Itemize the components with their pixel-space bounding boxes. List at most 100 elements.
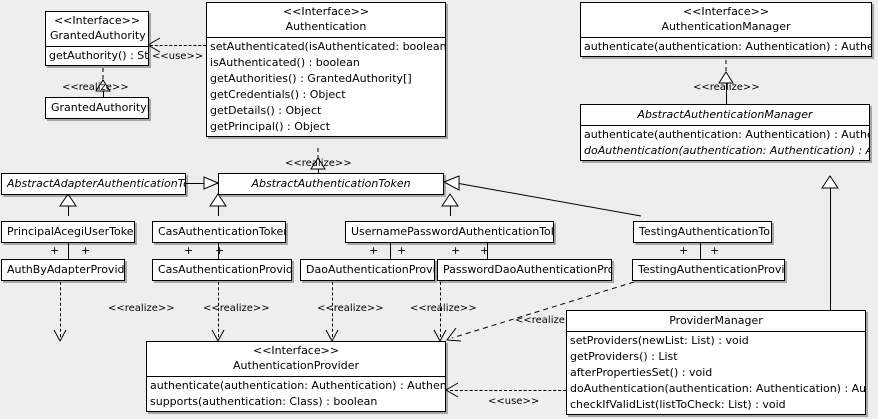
assoc-plus-marker: + [50, 244, 60, 257]
class-testing-authentication-provider[interactable]: TestingAuthenticationProvider [632, 259, 785, 281]
class-authentication[interactable]: <<Interface>> Authentication setAuthenti… [206, 2, 446, 137]
class-testing-authentication-token[interactable]: TestingAuthenticationToken [633, 221, 772, 243]
class-name: GrantedAuthorityImpl [51, 101, 148, 114]
label-realize-authbyadapter: <<realize>> [108, 303, 175, 314]
class-cas-authentication-token[interactable]: CasAuthenticationToken [152, 221, 286, 243]
class-name: TestingAuthenticationProvider [638, 263, 785, 276]
class-auth-by-adapter-provider[interactable]: AuthByAdapterProvider [1, 259, 125, 281]
class-header: PasswordDaoAuthenticationProvider [438, 260, 611, 280]
class-name: AuthByAdapterProvider [7, 263, 125, 276]
class-granted-authority-impl[interactable]: GrantedAuthorityImpl [45, 97, 149, 119]
class-member: setProviders(newList: List) : void [570, 334, 749, 347]
class-header: GrantedAuthorityImpl [46, 98, 148, 118]
class-name: AbstractAuthenticationManager [637, 108, 813, 121]
assoc-edge-dao [390, 242, 391, 259]
class-members: authenticate(authentication: Authenticat… [581, 125, 869, 160]
class-header: TestingAuthenticationToken [634, 222, 771, 242]
class-abstract-authentication-token[interactable]: AbstractAuthenticationToken [218, 173, 444, 195]
label-use-providermanager: <<use>> [488, 396, 540, 407]
assoc-plus-marker: + [480, 244, 490, 257]
class-member: getCredentials() : Object [210, 88, 346, 101]
class-member: getAuthorities() : GrantedAuthority[] [210, 72, 412, 85]
class-name: CasAuthenticationToken [158, 225, 286, 238]
class-member: afterPropertiesSet() : void [570, 366, 713, 379]
realize-edge-passworddaoprovider [440, 282, 441, 337]
class-granted-authority[interactable]: <<Interface>> GrantedAuthority getAuthor… [45, 11, 149, 66]
assoc-plus-marker: + [81, 244, 91, 257]
class-header: ProviderManager [567, 311, 865, 331]
class-dao-authentication-provider[interactable]: DaoAuthenticationProvider [300, 259, 435, 281]
class-provider-manager[interactable]: ProviderManager setProviders(newList: Li… [566, 310, 866, 415]
class-header: <<Interface>> Authentication [207, 3, 445, 37]
realize-edge-daoprovider [332, 282, 333, 337]
class-header: TestingAuthenticationProvider [633, 260, 784, 280]
class-members: authenticate(authentication: Authenticat… [147, 376, 445, 411]
class-member: getProviders() : List [570, 350, 678, 363]
assoc-plus-marker: + [397, 244, 407, 257]
generalize-edge-providermanager [830, 176, 831, 310]
class-header: AbstractAuthenticationToken [219, 174, 443, 194]
class-member: getPrincipal() : Object [210, 120, 331, 133]
class-username-password-authentication-token[interactable]: UsernamePasswordAuthenticationToken [345, 221, 554, 243]
class-members: setAuthenticated(isAuthenticated: boolea… [207, 37, 445, 136]
class-name: GrantedAuthority [50, 29, 146, 42]
class-header: <<Interface>> AuthenticationProvider [147, 342, 445, 376]
use-edge-authentication-grantedauthority [150, 45, 206, 46]
label-realize-passworddaoprovider: <<realize>> [410, 303, 477, 314]
class-member: authenticate(authentication: Authenticat… [584, 40, 871, 53]
label-realize-casprovider: <<realize>> [203, 303, 270, 314]
assoc-plus-marker: + [679, 244, 689, 257]
class-abstract-authentication-manager[interactable]: AbstractAuthenticationManager authentica… [580, 104, 870, 161]
class-stereotype: <<Interface>> [53, 14, 141, 27]
class-name: CasAuthenticationProvider [158, 263, 292, 276]
assoc-edge-testing [700, 242, 701, 259]
class-stereotype: <<Interface>> [682, 5, 770, 18]
class-name: DaoAuthenticationProvider [306, 263, 434, 276]
class-name: PrincipalAcegiUserToken [7, 225, 135, 238]
class-member: getAuthority() : String [49, 49, 149, 62]
class-members: setProviders(newList: List) : void getPr… [567, 331, 865, 414]
assoc-plus-marker: + [369, 244, 379, 257]
class-header: CasAuthenticationToken [153, 222, 285, 242]
label-realize-abstractauthtoken: <<realize>> [285, 158, 352, 169]
assoc-plus-marker: + [451, 244, 461, 257]
class-header: <<Interface>> GrantedAuthority [46, 12, 148, 46]
assoc-edge-principal-authbyadapter [68, 242, 69, 259]
class-cas-authentication-provider[interactable]: CasAuthenticationProvider [152, 259, 292, 281]
generalize-edge-usernamepasswordtoken [450, 194, 451, 216]
label-use-authentication-grantedauthority: <<use>> [152, 51, 204, 62]
class-password-dao-authentication-provider[interactable]: PasswordDaoAuthenticationProvider [437, 259, 612, 281]
class-header: CasAuthenticationProvider [153, 260, 291, 280]
class-member: authenticate(authentication: Authenticat… [150, 379, 445, 392]
class-name: ProviderManager [669, 314, 763, 327]
class-name: AbstractAdapterAuthenticationToken [7, 177, 185, 190]
class-abstract-adapter-authentication-token[interactable]: AbstractAdapterAuthenticationToken [1, 173, 186, 195]
generalize-edge-principaltoken [68, 194, 69, 216]
generalize-edge-castoken [218, 194, 219, 216]
class-principal-acegi-user-token[interactable]: PrincipalAcegiUserToken [1, 221, 135, 243]
assoc-edge-passworddao [487, 242, 488, 259]
class-header: UsernamePasswordAuthenticationToken [346, 222, 553, 242]
class-member: doAuthentication(authentication: Authent… [584, 144, 869, 157]
realize-edge-casprovider [218, 282, 219, 337]
class-member: checkIfValidList(listToCheck: List) : vo… [570, 398, 786, 411]
class-header: PrincipalAcegiUserToken [2, 222, 134, 242]
class-members: authenticate(authentication: Authenticat… [581, 37, 871, 56]
class-stereotype: <<Interface>> [252, 344, 340, 357]
class-authentication-manager[interactable]: <<Interface>> AuthenticationManager auth… [580, 2, 872, 57]
class-header: <<Interface>> AuthenticationManager [581, 3, 871, 37]
assoc-plus-marker: + [215, 244, 225, 257]
realize-edge-abstractauthmanager [726, 73, 727, 104]
class-name: PasswordDaoAuthenticationProvider [443, 263, 611, 276]
class-name: AuthenticationManager [661, 20, 791, 33]
class-authentication-provider[interactable]: <<Interface>> AuthenticationProvider aut… [146, 341, 446, 412]
class-member: setAuthenticated(isAuthenticated: boolea… [210, 40, 446, 53]
label-realize-grantedauthorityimpl: <<realize>> [62, 82, 129, 93]
class-name: AuthenticationProvider [232, 359, 360, 372]
class-member: authenticate(authentication: Authenticat… [584, 128, 869, 141]
class-name: UsernamePasswordAuthenticationToken [351, 225, 554, 238]
assoc-plus-marker: + [184, 244, 194, 257]
class-header: AbstractAuthenticationManager [581, 105, 869, 125]
class-member: doAuthentication(authentication: Authent… [570, 382, 866, 395]
